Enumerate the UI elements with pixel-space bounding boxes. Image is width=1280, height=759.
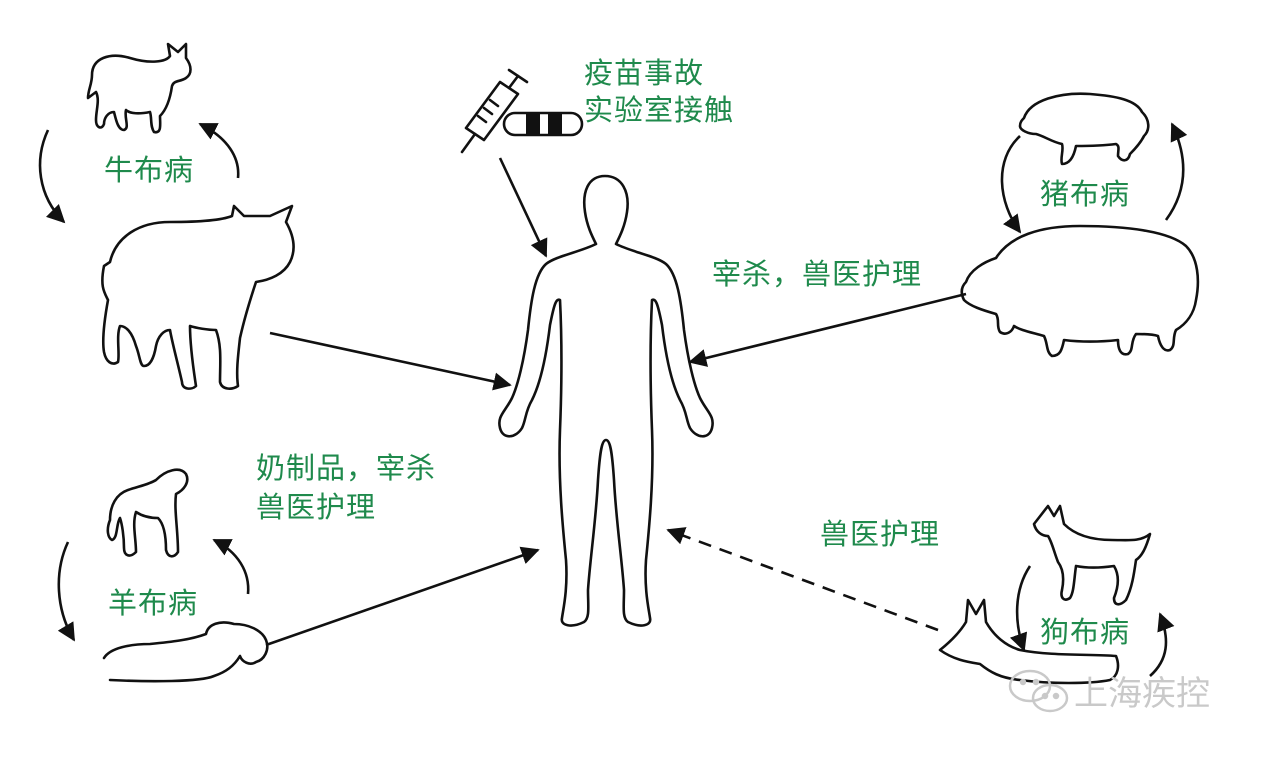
lab-exposure-label: 实验室接触 xyxy=(584,93,735,127)
arrow-cow-to-human xyxy=(269,331,512,391)
lamb-icon xyxy=(106,468,189,558)
sheep-route-label-line2: 兽医护理 xyxy=(256,490,377,524)
syringe-icon xyxy=(460,68,529,154)
cattle-cycle-arrow-up xyxy=(198,122,240,179)
pig-icon xyxy=(960,224,1200,358)
human-icon xyxy=(498,174,714,627)
sheep-brucellosis-label: 羊布病 xyxy=(108,586,199,620)
watermark-text: 上海疾控 xyxy=(1074,674,1210,714)
pig-cycle-arrow-up xyxy=(1164,122,1188,221)
vaccine-accident-label: 疫苗事故 xyxy=(584,56,705,90)
arrow-sheep-to-human xyxy=(265,546,540,647)
dog-icon xyxy=(938,598,1120,685)
swine-brucellosis-label: 猪布病 xyxy=(1040,177,1131,211)
canine-brucellosis-label: 狗布病 xyxy=(1040,615,1131,649)
puppy-icon xyxy=(1032,504,1152,606)
pig-route-label: 宰杀，兽医护理 xyxy=(712,257,923,291)
cattle-brucellosis-label: 牛布病 xyxy=(104,153,195,187)
dog-route-label: 兽医护理 xyxy=(820,517,941,551)
arrow-dog-to-human xyxy=(666,527,939,632)
piglet-icon xyxy=(1018,92,1150,166)
cattle-cycle-arrow-down xyxy=(38,129,66,224)
wechat-icon xyxy=(1008,669,1069,713)
calf-icon xyxy=(86,42,192,134)
dog-cycle-arrow-up xyxy=(1149,612,1175,677)
sheep-cycle-arrow-up xyxy=(212,538,250,595)
sheep-icon xyxy=(102,621,269,683)
dog-cycle-arrow-down xyxy=(1009,565,1032,652)
cow-icon xyxy=(101,204,295,390)
vaccine-vial-icon xyxy=(502,111,584,137)
pig-cycle-arrow-down xyxy=(1000,135,1022,234)
sheep-route-label-line1: 奶制品，宰杀 xyxy=(256,451,437,485)
arrow-vaccine-to-human xyxy=(498,157,548,258)
sheep-cycle-arrow-down xyxy=(57,541,76,642)
arrow-pig-to-human xyxy=(688,292,967,367)
